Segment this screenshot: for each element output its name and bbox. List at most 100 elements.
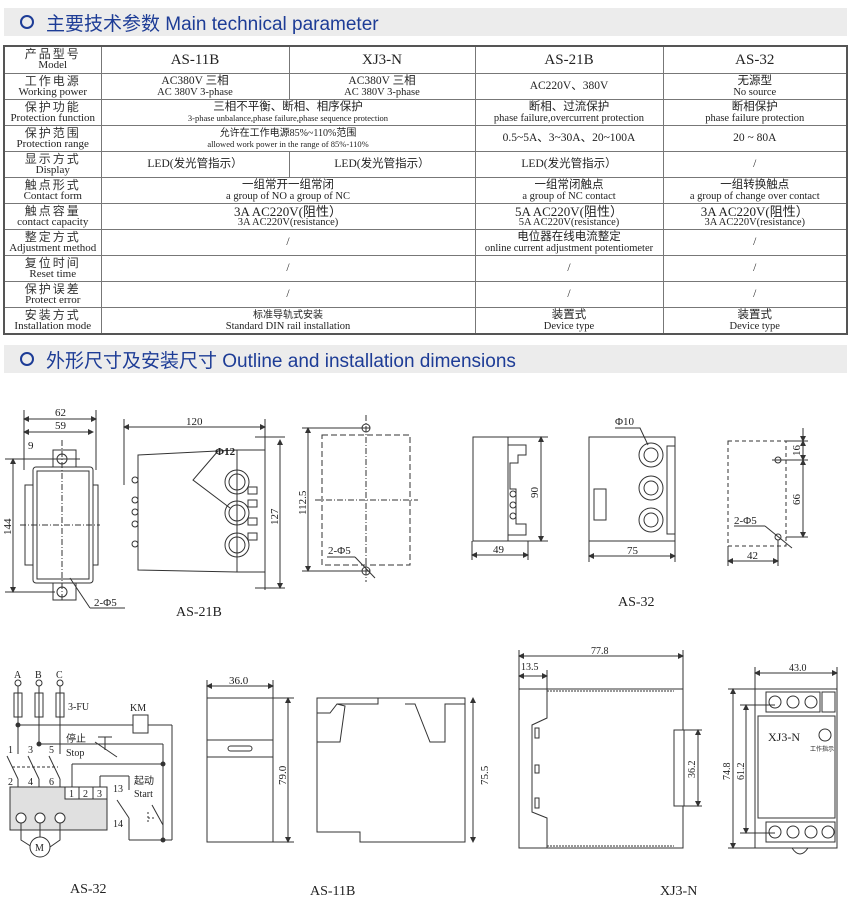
relay-terminal-1: 1	[69, 789, 74, 800]
as32-side-view	[471, 436, 548, 560]
fuse-label: 3-FU	[68, 702, 90, 713]
as11b-side-view	[316, 697, 476, 843]
relay-terminal-3: 3	[97, 789, 102, 800]
as21b-mounting-view	[302, 415, 418, 582]
dim-79: 79.0	[277, 765, 289, 785]
dim-16: 16	[791, 445, 803, 457]
caption-as21b: AS-21B	[176, 605, 222, 620]
table-cell: 5A AC220V(阻性）5A AC220V(resistance)	[474, 203, 664, 230]
xj3n-side-view	[518, 650, 702, 849]
terminal-1: 1	[8, 745, 13, 756]
dim-66: 66	[791, 494, 803, 506]
terminal-2: 2	[8, 777, 13, 788]
start-en: Start	[134, 789, 153, 800]
terminal-5: 5	[49, 745, 54, 756]
table-cell: /	[474, 281, 664, 308]
table-cell: /	[100, 281, 476, 308]
dim-62: 62	[55, 407, 66, 419]
km-label: KM	[130, 703, 146, 714]
start-zh: 起动	[134, 775, 154, 787]
xj3n-front-view	[728, 667, 838, 855]
dim-phi12: Φ12	[215, 446, 236, 458]
table-cell: LED(发光管指示）	[100, 151, 290, 178]
section-title: 主要技术参数 Main technical parameter	[46, 13, 379, 35]
dim-phi10: Φ10	[615, 416, 635, 428]
hole-label: 2-Φ5	[328, 545, 351, 557]
section-title: 外形尺寸及安装尺寸 Outline and installation dimen…	[46, 350, 516, 372]
dim-90: 90	[529, 487, 541, 499]
terminal-6: 6	[49, 777, 54, 788]
dim-36: 36.0	[229, 675, 249, 687]
phase-a: A	[14, 670, 22, 681]
hole-label: 2-Φ5	[94, 597, 117, 609]
as32-front-view	[588, 427, 676, 562]
table-cell: 3A AC220V(阻性）3A AC220V(resistance)	[100, 203, 476, 230]
dim-49: 49	[493, 544, 505, 556]
caption-xj3n: XJ3-N	[660, 884, 697, 898]
caption-as32-circuit: AS-32	[70, 882, 107, 897]
section-header-parameters: 主要技术参数 Main technical parameter	[4, 8, 847, 36]
model-as-11b: AS-11B	[100, 45, 290, 74]
dim-9: 9	[28, 440, 34, 452]
caption-as11b: AS-11B	[310, 884, 355, 898]
phase-c: C	[56, 670, 63, 681]
relay-terminal-2: 2	[83, 789, 88, 800]
dim-120: 120	[186, 416, 203, 428]
dim-75-5: 75.5	[479, 765, 491, 785]
dim-43: 43.0	[789, 663, 807, 674]
motor-label: M	[35, 843, 44, 854]
dim-112-5: 112.5	[297, 490, 309, 515]
table-cell: 3A AC220V(阻性）3A AC220V(resistance)	[662, 203, 848, 230]
section-header-dimensions: 外形尺寸及安装尺寸 Outline and installation dimen…	[4, 345, 847, 373]
phase-b: B	[35, 670, 42, 681]
device-label: XJ3-N	[768, 730, 800, 744]
stop-zh: 停止	[66, 732, 86, 745]
caption-as32: AS-32	[618, 595, 655, 610]
as21b-front-view	[5, 410, 125, 609]
contact-13: 13	[113, 784, 123, 795]
table-cell: LED(发光管指示）	[474, 151, 664, 178]
indicator-label: 工作指示	[810, 745, 834, 753]
as11b-front-view	[206, 680, 294, 843]
dim-42: 42	[747, 550, 758, 562]
table-cell: AC220V、380V	[474, 73, 664, 100]
table-cell: /	[662, 281, 848, 308]
dim-144: 144	[2, 518, 14, 535]
as32-mounting-view	[727, 428, 808, 566]
circle-bullet-icon	[20, 352, 34, 366]
dim-36-2: 36.2	[687, 761, 698, 779]
table-cell: /	[662, 229, 848, 256]
dim-75: 75	[627, 545, 639, 557]
terminal-3: 3	[28, 745, 33, 756]
dim-77-8: 77.8	[591, 646, 609, 657]
table-cell: 20 ~ 80A	[662, 125, 848, 152]
stop-en: Stop	[66, 748, 84, 759]
dim-74-8: 74.8	[722, 763, 733, 781]
model-xj3-n: XJ3-N	[288, 45, 476, 74]
hole-label: 2-Φ5	[734, 515, 757, 527]
